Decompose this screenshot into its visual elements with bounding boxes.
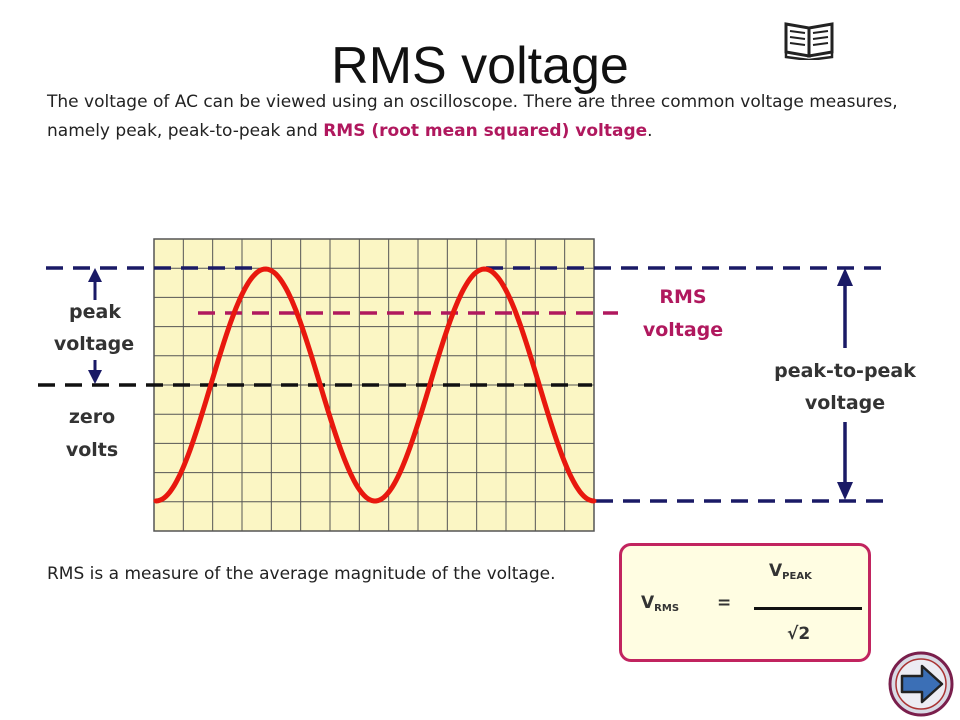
numerator-subscript: PEAK bbox=[782, 571, 812, 582]
next-arrow-icon[interactable] bbox=[886, 650, 956, 718]
intro-end: . bbox=[647, 121, 653, 141]
zero-label-line1: zero bbox=[69, 406, 115, 428]
page-title: RMS voltage bbox=[331, 37, 629, 95]
peak-to-peak-arrow bbox=[837, 268, 853, 500]
peak-label-line1: peak bbox=[69, 301, 121, 323]
formula-lhs: VRMS bbox=[641, 593, 679, 614]
formula-denominator: √2 bbox=[787, 624, 811, 644]
rms-description: RMS is a measure of the average magnitud… bbox=[47, 564, 556, 584]
intro-text: The voltage of AC can be viewed using an… bbox=[47, 92, 898, 141]
formula-numerator: VPEAK bbox=[769, 561, 812, 582]
rms-label-line2: voltage bbox=[643, 319, 723, 341]
peak-to-peak-label-line1: peak-to-peak bbox=[774, 360, 916, 382]
book-icon[interactable] bbox=[782, 14, 836, 60]
fraction-bar bbox=[754, 607, 862, 610]
rms-formula-box: VPEAK VRMS = √2 bbox=[619, 543, 871, 662]
intro-rms-highlight: RMS (root mean squared) voltage bbox=[323, 121, 648, 141]
lhs-symbol: V bbox=[641, 593, 655, 613]
sine-wave bbox=[153, 266, 597, 504]
formula-equals: = bbox=[717, 593, 732, 613]
peak-label-line2: voltage bbox=[54, 333, 134, 355]
peak-to-peak-label-line2: voltage bbox=[805, 392, 885, 414]
numerator-symbol: V bbox=[769, 561, 783, 581]
rms-label-line1: RMS bbox=[659, 286, 706, 308]
peak-voltage-arrow bbox=[88, 268, 102, 384]
lhs-subscript: RMS bbox=[654, 603, 680, 614]
intro-paragraph: The voltage of AC can be viewed using an… bbox=[47, 88, 927, 146]
zero-label-line2: volts bbox=[66, 439, 118, 461]
